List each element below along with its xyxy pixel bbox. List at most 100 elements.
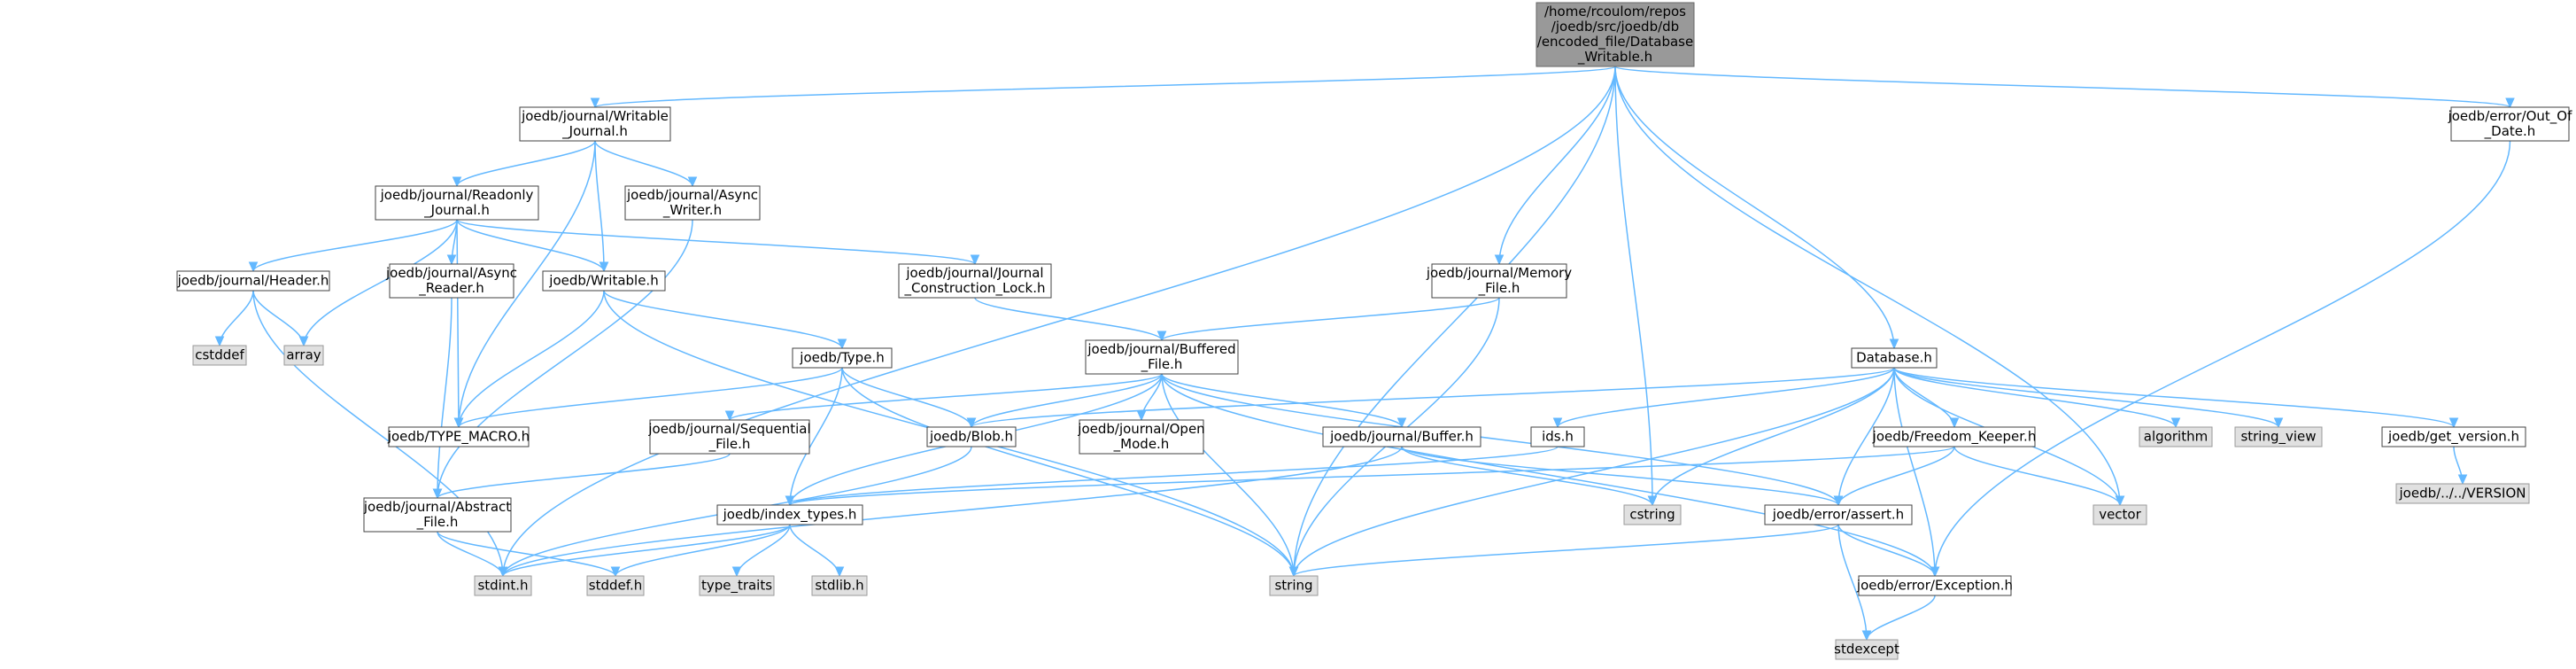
edge-assert-to-string-arrowhead: [1288, 566, 1299, 578]
node-fk[interactable]: joedb/Freedom_Keeper.h: [1872, 426, 2037, 447]
edge-bf-to-sf-arrowhead: [724, 410, 735, 422]
edge-assert-to-stdexcept: [1837, 524, 1868, 641]
node-mf[interactable]: joedb/journal/Memory_File.h: [1426, 263, 1572, 299]
edge-assert-to-exc: [1837, 524, 1936, 577]
node-algorithm[interactable]: algorithm: [2139, 426, 2213, 447]
node-mf-label-line: joedb/journal/Memory: [1426, 265, 1572, 281]
edge-root-to-ood-arrowhead: [2505, 97, 2515, 109]
edge-root-to-ood: [1614, 66, 2511, 108]
edge-root-to-cstring: [1614, 66, 1653, 506]
edge-hdr-to-array: [252, 290, 305, 346]
node-tm-label-line: joedb/TYPE_MACRO.h: [387, 429, 530, 446]
edge-gv-to-version-arrowhead: [2457, 474, 2468, 486]
node-blob[interactable]: joedb/Blob.h: [926, 426, 1017, 447]
node-algorithm-label-line: algorithm: [2144, 429, 2208, 445]
node-it[interactable]: joedb/index_types.h: [716, 504, 863, 525]
node-vector[interactable]: vector: [2093, 504, 2147, 525]
node-ood[interactable]: joedb/error/Out_Of_Date.h: [2448, 106, 2573, 142]
node-ar-box: [389, 263, 514, 299]
edge-it-to-stdint-arrowhead: [498, 566, 508, 578]
edge-db-to-ids-arrowhead: [1552, 417, 1563, 429]
node-cstring-box: [1623, 504, 1682, 525]
node-tm[interactable]: joedb/TYPE_MACRO.h: [387, 426, 530, 447]
edge-mf-to-bf: [1161, 297, 1500, 341]
node-aw[interactable]: joedb/journal/Async_Writer.h: [624, 185, 761, 221]
node-root[interactable]: /home/rcoulom/repos/joedb/src/joedb/db/e…: [1536, 2, 1695, 67]
node-stdint[interactable]: stdint.h: [474, 575, 532, 596]
edge-fk-to-vector-arrowhead: [2115, 495, 2125, 507]
edge-db-to-cstring-arrowhead: [1647, 495, 1658, 507]
node-wr-label-line: joedb/Writable.h: [548, 273, 658, 289]
edge-bf-to-string: [1161, 373, 1295, 577]
node-stdlib[interactable]: stdlib.h: [811, 575, 868, 596]
edge-db-to-string: [1293, 367, 1895, 577]
node-rj[interactable]: joedb/journal/Readonly_Journal.h: [375, 185, 539, 221]
node-vector-box: [2093, 504, 2147, 525]
node-rj-box: [375, 185, 539, 221]
edge-db-to-ids: [1557, 367, 1895, 428]
edge-it-to-stdlib-arrowhead: [834, 566, 845, 578]
node-type_traits-label-line: type_traits: [701, 578, 772, 595]
node-buf-box: [1322, 426, 1481, 447]
node-cstddef[interactable]: cstddef: [192, 345, 247, 366]
node-wr[interactable]: joedb/Writable.h: [542, 270, 666, 292]
node-ar-label-line: _Reader.h: [418, 280, 483, 297]
edge-db-to-fk-arrowhead: [1949, 417, 1960, 429]
edge-hdr-to-stdint: [252, 290, 504, 577]
node-array[interactable]: array: [283, 345, 324, 366]
node-af[interactable]: joedb/journal/Abstract_File.h: [363, 497, 512, 533]
node-cstring[interactable]: cstring: [1623, 504, 1682, 525]
edge-buf-to-assert: [1401, 446, 1839, 506]
edge-db-to-algorithm-arrowhead: [2170, 417, 2181, 429]
node-ar[interactable]: joedb/journal/Async_Reader.h: [385, 263, 517, 299]
node-version[interactable]: joedb/../../VERSION: [2395, 483, 2530, 504]
node-stdexcept-label-line: stdexcept: [1834, 642, 1899, 657]
edge-bf-to-buf: [1161, 373, 1403, 428]
edge-ar-to-af: [437, 297, 453, 499]
edge-rj-to-hdr: [252, 219, 458, 272]
node-bf-box: [1085, 339, 1239, 375]
node-db[interactable]: Database.h: [1851, 347, 1938, 369]
node-om-box: [1079, 419, 1204, 455]
node-wj[interactable]: joedb/journal/Writable_Journal.h: [519, 106, 671, 142]
node-ids[interactable]: ids.h: [1530, 426, 1585, 447]
node-type_traits[interactable]: type_traits: [699, 575, 775, 596]
node-gv-box: [2381, 426, 2526, 447]
edge-hdr-to-cstddef-arrowhead: [214, 336, 225, 347]
node-ids-label-line: ids.h: [1542, 429, 1574, 445]
node-assert[interactable]: joedb/error/assert.h: [1764, 504, 1913, 525]
edge-assert-to-string: [1293, 524, 1839, 577]
edge-rj-to-array: [303, 219, 458, 346]
edge-wj-to-rj: [456, 140, 596, 187]
edge-rj-to-ar-arrowhead: [446, 254, 457, 266]
edge-bf-to-blob: [971, 373, 1163, 428]
edge-root-to-mf: [1498, 66, 1616, 265]
node-string-label-line: string: [1274, 578, 1312, 594]
node-root-box: [1536, 2, 1695, 67]
node-string[interactable]: string: [1269, 575, 1319, 596]
edge-db-to-string_view: [1893, 367, 2279, 428]
node-bf[interactable]: joedb/journal/Buffered_File.h: [1085, 339, 1239, 375]
node-hdr[interactable]: joedb/journal/Header.h: [176, 270, 330, 292]
node-om-label-line: _Mode.h: [1113, 436, 1170, 453]
edge-bf-to-assert: [1161, 373, 1839, 506]
node-stddef[interactable]: stddef.h: [586, 575, 645, 596]
node-sf[interactable]: joedb/journal/Sequential_File.h: [647, 419, 811, 455]
node-buf[interactable]: joedb/journal/Buffer.h: [1322, 426, 1481, 447]
edge-jcl-to-bf: [974, 297, 1163, 341]
node-type[interactable]: joedb/Type.h: [792, 347, 893, 369]
node-string_view[interactable]: string_view: [2234, 426, 2323, 447]
node-jcl[interactable]: joedb/journal/Journal_Construction_Lock.…: [898, 263, 1052, 299]
node-stdexcept[interactable]: stdexcept: [1834, 639, 1899, 660]
node-rj-label-line: _Journal.h: [423, 202, 490, 219]
node-om[interactable]: joedb/journal/Open_Mode.h: [1077, 419, 1205, 455]
edge-buf-to-cstring: [1401, 446, 1653, 506]
node-ar-label-line: joedb/journal/Async: [385, 265, 517, 281]
graph-nodes: /home/rcoulom/repos/joedb/src/joedb/db/e…: [176, 2, 2573, 660]
node-cstring-label-line: cstring: [1629, 507, 1675, 523]
node-gv[interactable]: joedb/get_version.h: [2381, 426, 2526, 447]
node-af-label-line: _File.h: [416, 514, 459, 531]
edge-rj-to-wr-arrowhead: [599, 261, 609, 273]
node-exc[interactable]: joedb/error/Exception.h: [1856, 575, 2013, 596]
